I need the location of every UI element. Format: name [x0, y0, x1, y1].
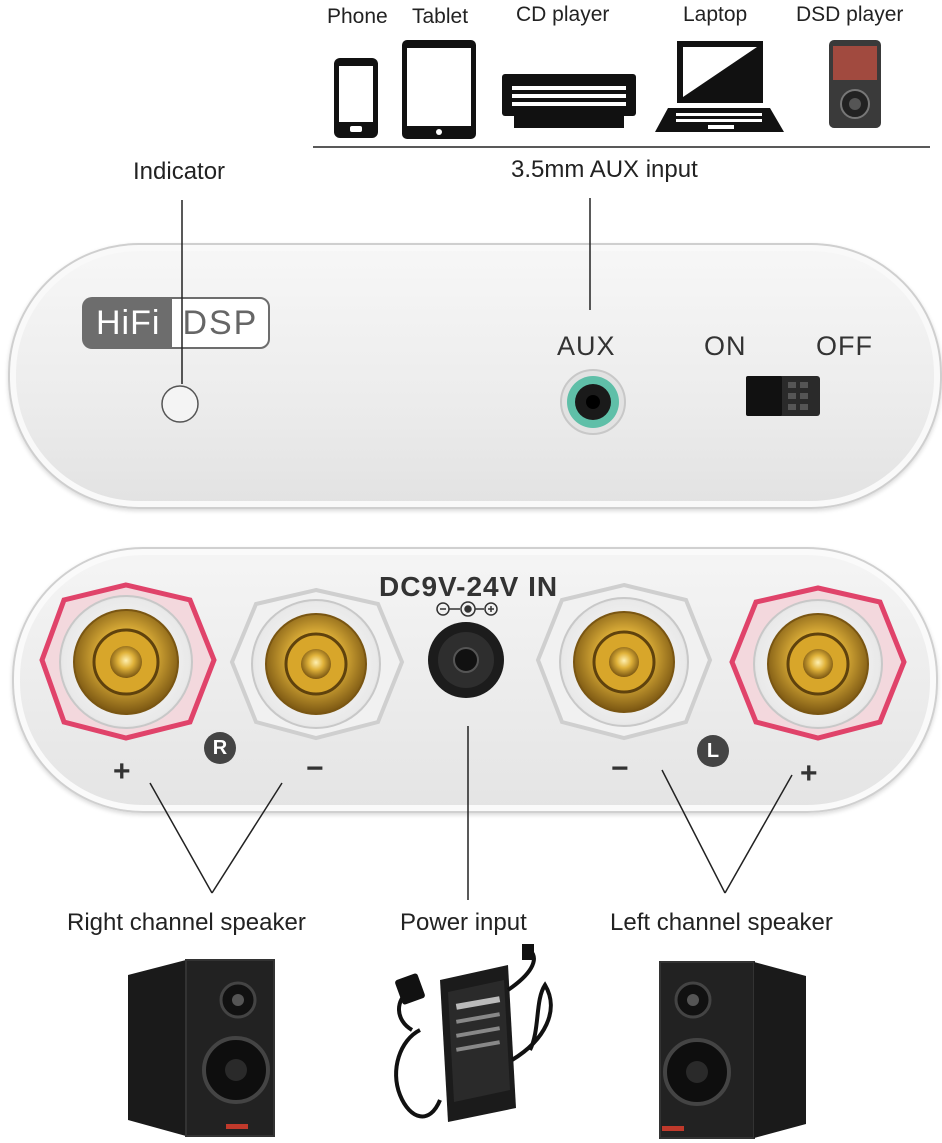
source-label-dsd-player: DSD player	[796, 3, 904, 26]
phone-icon	[334, 58, 378, 138]
laptop-icon	[655, 41, 784, 132]
left-channel-caption: Left channel speaker	[610, 909, 833, 936]
power-adapter-icon	[394, 944, 553, 1122]
cd-player-icon	[502, 74, 636, 128]
aux-input-caption: 3.5mm AUX input	[511, 156, 698, 183]
left-speaker-icon	[659, 961, 806, 1139]
right-channel-badge: R	[204, 732, 236, 764]
source-label-cd-player: CD player	[516, 3, 610, 26]
left-channel-badge: L	[697, 735, 729, 767]
terminal-left-minus	[535, 582, 713, 741]
power-input-caption: Power input	[400, 909, 527, 936]
terminal-right-plus	[39, 582, 217, 741]
right-channel-caption: Right channel speaker	[67, 909, 306, 936]
leader-lines	[149, 726, 793, 900]
source-label-laptop: Laptop	[683, 3, 748, 26]
source-label-phone: Phone	[327, 5, 388, 28]
off-label: OFF	[816, 331, 873, 361]
power-switch	[746, 376, 820, 416]
terminal-right-minus	[229, 587, 405, 741]
right-plus-sign: +	[113, 755, 131, 788]
right-minus-sign: −	[306, 752, 324, 785]
aux-label: AUX	[557, 331, 616, 361]
tablet-icon	[402, 40, 476, 139]
brand-logo: HiFi DSP	[82, 297, 271, 349]
brand-hifi: HiFi	[82, 297, 171, 349]
terminal-left-plus	[729, 585, 907, 741]
source-label-tablet: Tablet	[412, 5, 469, 28]
power-spec-label: DC9V-24V IN	[379, 571, 559, 602]
dsd-player-icon	[829, 40, 881, 128]
on-label: ON	[704, 331, 747, 361]
indicator-caption: Indicator	[133, 158, 226, 185]
indicator-led	[161, 385, 199, 423]
brand-dsp: DSP	[170, 297, 271, 349]
dc-power-jack	[428, 622, 504, 698]
right-speaker-icon	[128, 959, 275, 1137]
polarity-symbol	[436, 601, 498, 617]
left-plus-sign: +	[800, 757, 818, 790]
left-minus-sign: −	[611, 752, 629, 785]
aux-jack	[560, 369, 626, 435]
